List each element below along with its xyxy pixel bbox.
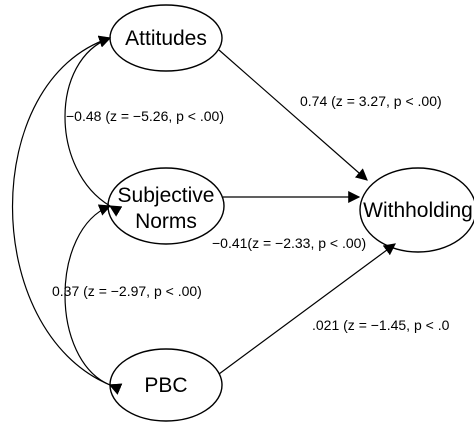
subjective-norms-label-line2: Norms (135, 210, 197, 233)
path-pbc-to-withholding (218, 243, 396, 375)
node-withholding: Withholding (359, 167, 474, 253)
correlation-norms-pbc (64, 204, 123, 395)
label-attitudes-norms-correlation: −0.48 (z = −5.26, p < .00) (66, 108, 224, 124)
node-subjective-norms: Subjective Norms (107, 167, 225, 245)
label-attitudes-to-withholding: 0.74 (z = 3.27, p < .00) (300, 93, 442, 109)
label-norms-pbc-correlation: 0.37 (z = −2.97, p < .00) (52, 283, 202, 299)
correlation-attitudes-pbc (12, 35, 123, 395)
withholding-ellipse (359, 167, 474, 253)
withholding-label: Withholding (363, 199, 473, 222)
attitudes-label: Attitudes (125, 27, 207, 50)
node-pbc: PBC (109, 348, 223, 422)
label-pbc-to-withholding: .021 (z = −1.45, p < .0 (312, 317, 450, 333)
node-attitudes: Attitudes (109, 4, 223, 72)
label-norms-to-withholding: −0.41(z = −2.33, p < .00) (212, 235, 366, 251)
path-attitudes-to-withholding (218, 49, 368, 181)
correlation-attitudes-norms (64, 36, 123, 217)
subjective-norms-label-line1: Subjective (118, 184, 215, 207)
pbc-label: PBC (144, 374, 187, 397)
